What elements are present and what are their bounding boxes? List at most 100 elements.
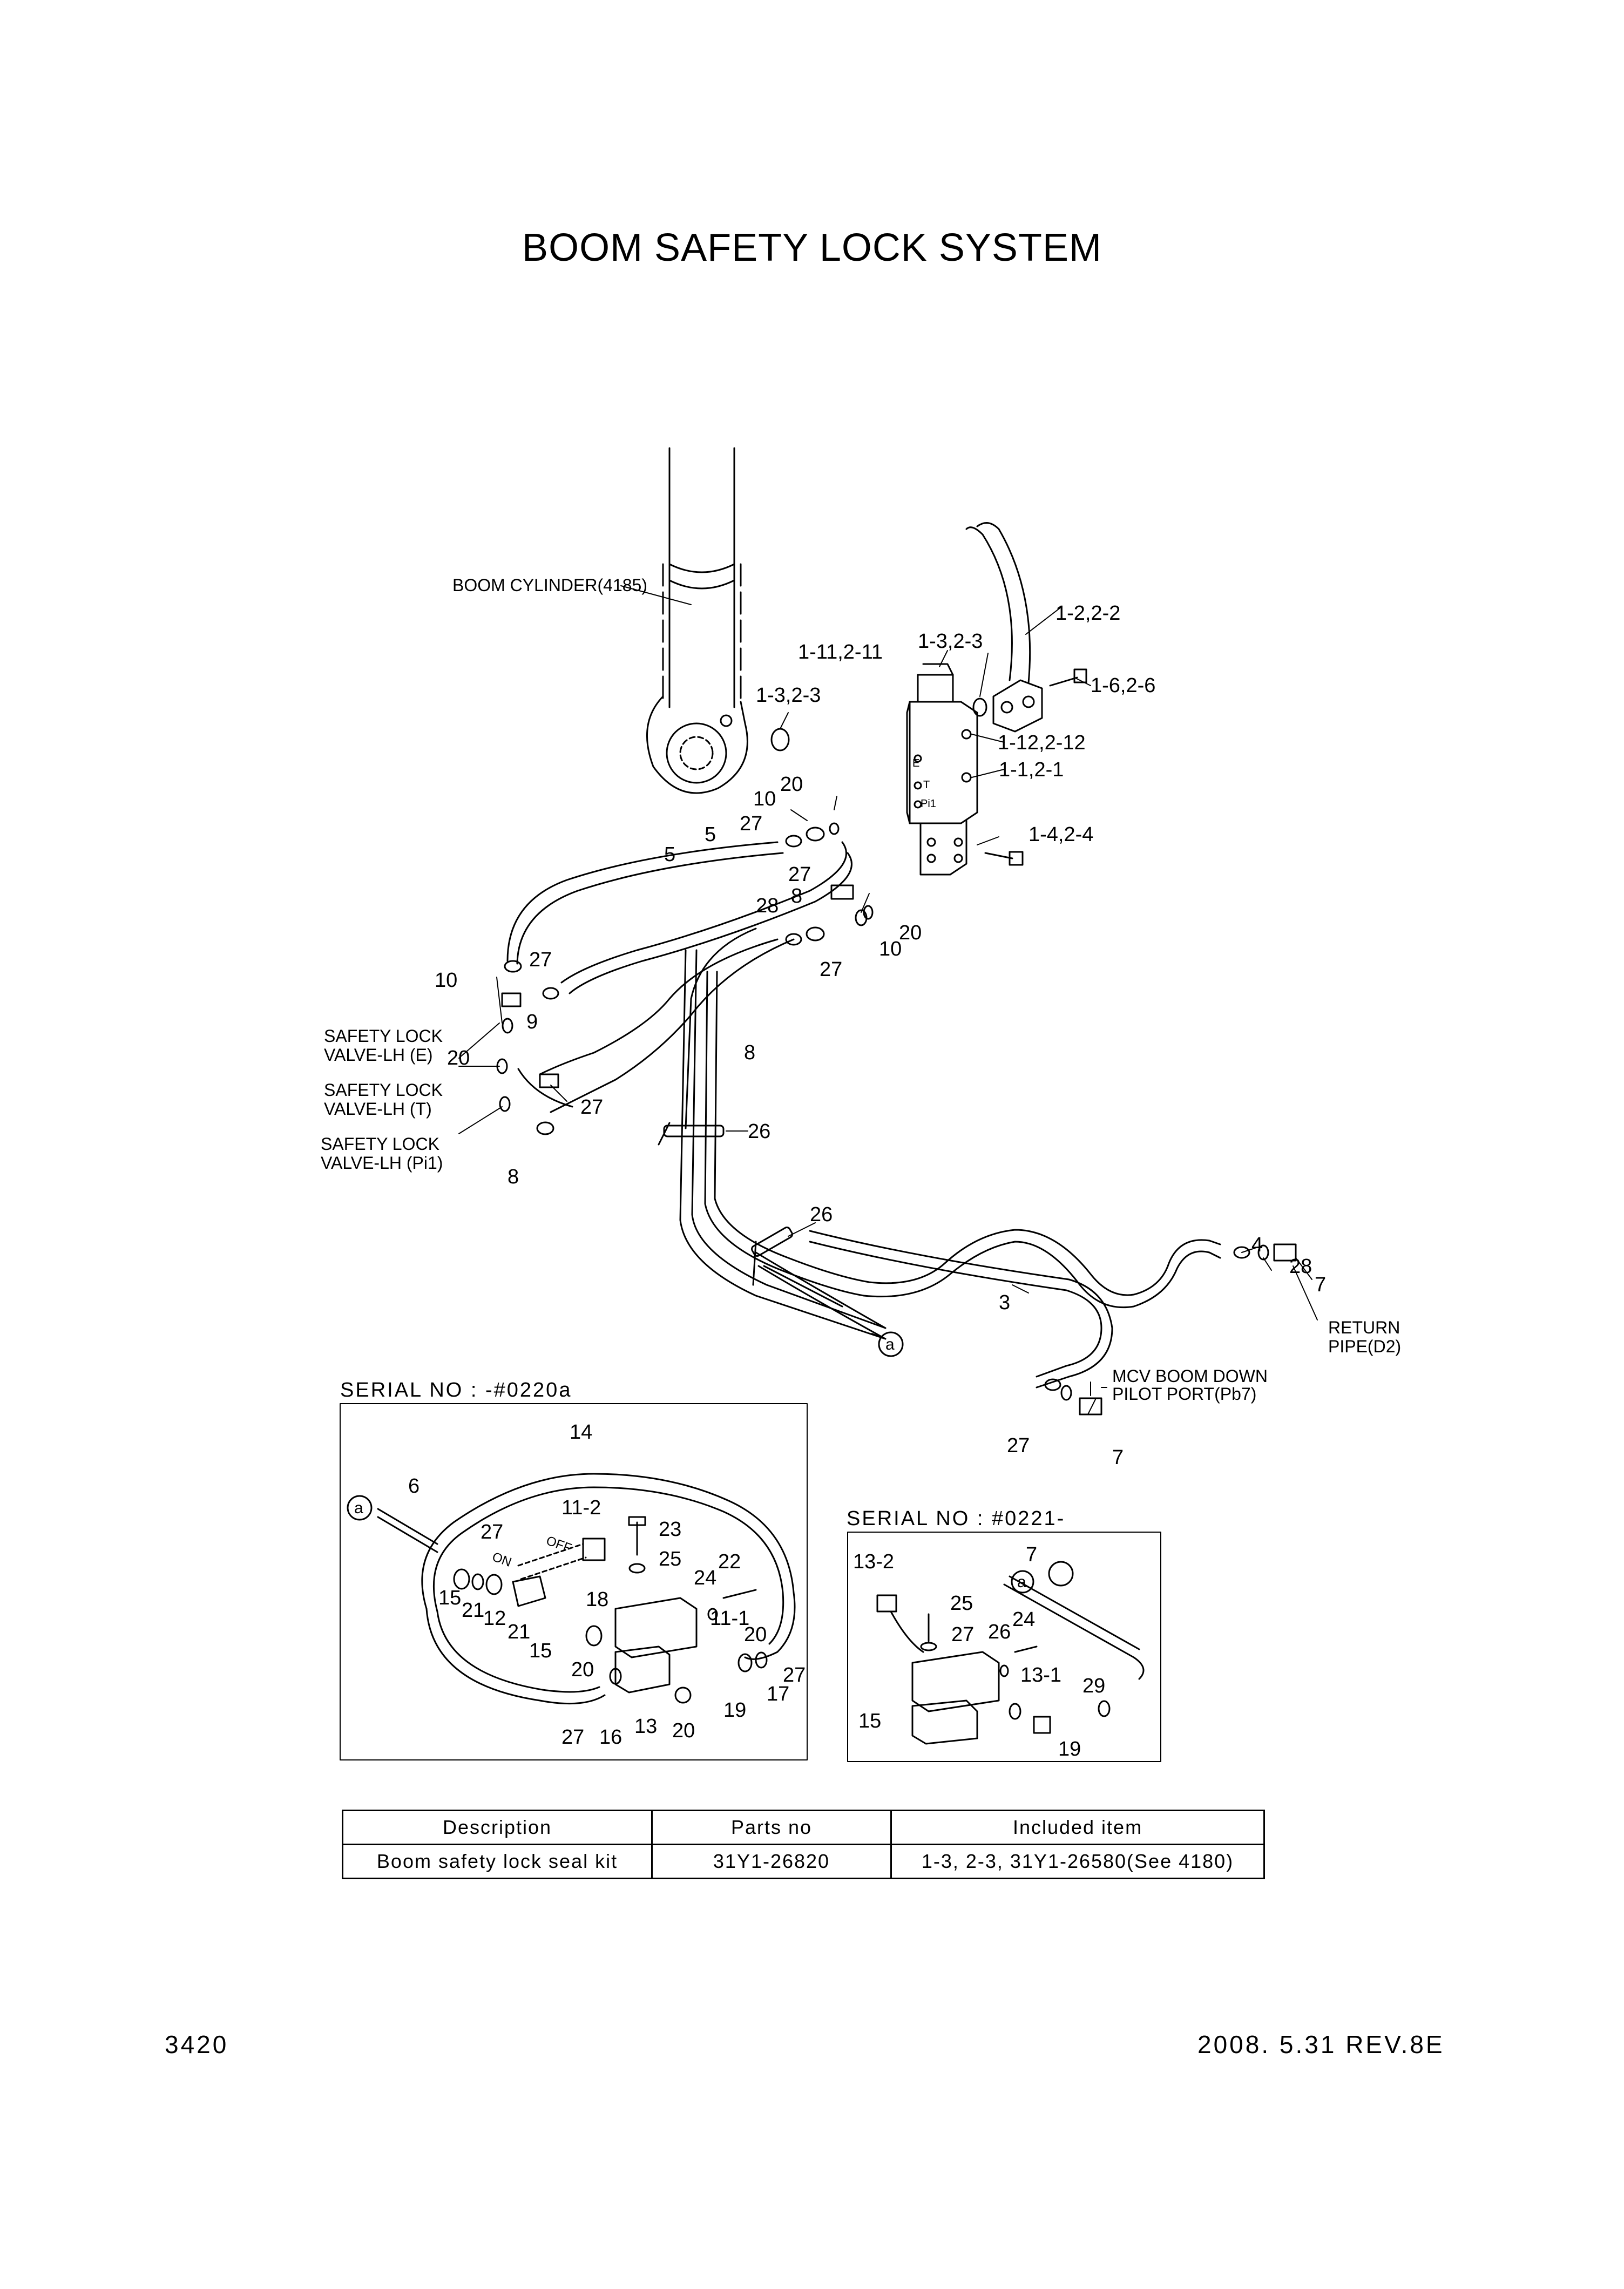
callout: 8 [744, 1041, 755, 1064]
seal-kit-table: Description Parts no Included item Boom … [342, 1810, 1265, 1879]
label-safety-lock-pi1-1: SAFETY LOCK [321, 1134, 439, 1154]
callout: 4 [1251, 1234, 1263, 1256]
label-mcv-port-1: MCV BOOM DOWN [1112, 1366, 1268, 1386]
callout: 10 [753, 788, 776, 810]
callout: 27 [820, 958, 842, 981]
callout: 22 [718, 1550, 741, 1573]
callout: 14 [570, 1421, 592, 1444]
inset-serial-1 [340, 1403, 808, 1760]
callout: 7 [1112, 1446, 1124, 1469]
callout: 28 [1289, 1255, 1312, 1278]
connector-a-inset1: a [354, 1499, 363, 1517]
callout: 23 [659, 1518, 681, 1541]
callout: 1-3,2-3 [756, 684, 821, 707]
cell-parts-no: 31Y1-26820 [651, 1844, 892, 1879]
clamps [658, 1122, 793, 1286]
callout: 1-3,2-3 [918, 630, 983, 653]
callout: 27 [783, 1664, 806, 1687]
callout: 20 [780, 773, 803, 796]
label-safety-lock-e-2: VALVE-LH (E) [324, 1045, 433, 1065]
hose-assemblies [506, 841, 1221, 1389]
callout: 25 [950, 1592, 973, 1615]
page-number: 3420 [165, 2030, 229, 2058]
callout: 26 [748, 1120, 770, 1143]
label-boom-cylinder: BOOM CYLINDER(4185) [452, 575, 647, 595]
callout: 24 [1012, 1608, 1035, 1631]
callout: 15 [858, 1710, 881, 1732]
callout: 13 [634, 1715, 657, 1738]
callout: 17 [767, 1683, 789, 1705]
callout: 5 [705, 823, 716, 846]
callout: 11-1 [710, 1607, 749, 1630]
fittings [347, 697, 1297, 1587]
callout: 25 [659, 1548, 681, 1570]
callout: 26 [988, 1621, 1011, 1643]
label-return-pipe-1: RETURN [1328, 1318, 1400, 1337]
cell-description: Boom safety lock seal kit [342, 1844, 653, 1879]
callout: 5 [664, 843, 675, 866]
callout: 7 [1026, 1543, 1037, 1566]
serial-label-1: SERIAL NO : -#0220a [340, 1379, 572, 1401]
column-header-parts-no: Parts no [651, 1810, 892, 1845]
callout: 27 [1007, 1434, 1030, 1457]
callout: 1-11,2-11 [798, 641, 883, 663]
label-safety-lock-t-1: SAFETY LOCK [324, 1080, 443, 1100]
label-safety-lock-pi1-2: VALVE-LH (Pi1) [321, 1153, 443, 1173]
callout: 21 [508, 1621, 530, 1643]
callout: 8 [791, 885, 802, 908]
callout: 18 [586, 1588, 608, 1611]
leader-lines [458, 585, 1318, 1415]
label-safety-lock-e-1: SAFETY LOCK [324, 1026, 443, 1046]
inset-serial-2 [847, 1532, 1161, 1762]
boom-cylinder [646, 447, 748, 794]
connector-a-main: a [885, 1336, 895, 1353]
table-row: Boom safety lock seal kit 31Y1-26820 1-3… [342, 1844, 1265, 1879]
callout: 13-1 [1020, 1664, 1061, 1687]
callout: 8 [508, 1166, 519, 1188]
callout: 26 [810, 1203, 833, 1226]
label-safety-lock-t-2: VALVE-LH (T) [324, 1099, 432, 1119]
label-mcv-port-2: PILOT PORT(Pb7) [1112, 1384, 1256, 1404]
callout: 11-2 [561, 1496, 601, 1519]
callout: 27 [529, 949, 552, 971]
callout: 12 [483, 1607, 506, 1630]
callout: 15 [529, 1640, 552, 1662]
page-title: BOOM SAFETY LOCK SYSTEM [522, 226, 1102, 269]
cell-included-item: 1-3, 2-3, 31Y1-26580(See 4180) [890, 1844, 1265, 1879]
callout: 20 [672, 1719, 695, 1742]
callout: 21 [462, 1599, 484, 1622]
callout: 19 [723, 1699, 746, 1722]
callout: 3 [999, 1291, 1010, 1314]
connector-a-inset2: a [1017, 1573, 1026, 1591]
port-t: T [923, 779, 930, 791]
column-header-included-item: Included item [890, 1810, 1265, 1845]
callout: 7 [1315, 1274, 1326, 1296]
callout: 28 [756, 895, 779, 917]
flange-hose [965, 522, 1087, 866]
callout: 27 [788, 863, 811, 886]
callout: 27 [561, 1726, 584, 1749]
callout: 6 [408, 1475, 419, 1498]
callout: 10 [435, 969, 457, 992]
callout: 20 [571, 1658, 594, 1681]
callout: 27 [481, 1521, 503, 1543]
callout: 10 [879, 938, 902, 960]
callout: 27 [740, 812, 762, 835]
table-header-row: Description Parts no Included item [342, 1810, 1265, 1845]
callout: 1-6,2-6 [1091, 674, 1155, 697]
callout: 1-1,2-1 [999, 759, 1064, 781]
callout: 9 [526, 1011, 538, 1033]
revision-date: 2008. 5.31 REV.8E [1197, 2030, 1445, 2058]
callout: 27 [580, 1096, 603, 1119]
callout: 20 [899, 922, 922, 944]
callout: 20 [447, 1047, 470, 1069]
serial-label-2: SERIAL NO : #0221- [847, 1507, 1066, 1530]
callout: 24 [694, 1567, 716, 1589]
callout: 1-4,2-4 [1028, 823, 1093, 846]
callout: 29 [1082, 1675, 1105, 1697]
callout: 13-2 [853, 1550, 894, 1573]
safety-lock-valve [906, 663, 978, 876]
callout: 1-2,2-2 [1055, 602, 1120, 625]
column-header-description: Description [342, 1810, 653, 1845]
